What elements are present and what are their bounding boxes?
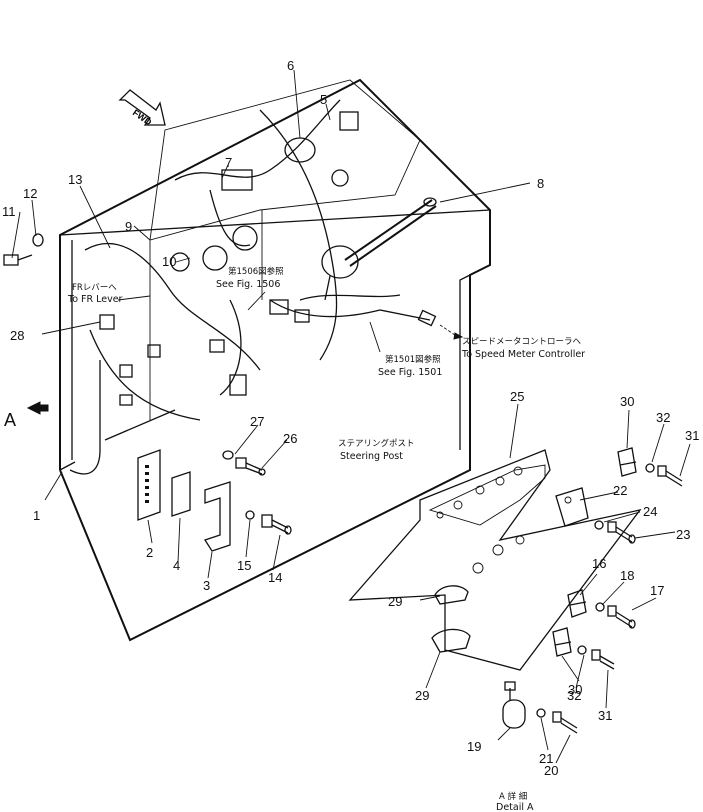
screw-11 xyxy=(3,233,44,266)
callout-17: 17 xyxy=(650,583,664,598)
relay-30-top xyxy=(617,447,637,477)
callout-25: 25 xyxy=(510,389,524,404)
bolt-17 xyxy=(595,602,636,629)
callout-7: 7 xyxy=(225,155,232,170)
callout-29-lower: 29 xyxy=(415,688,429,703)
fig1501-jp: 第1501図参照 xyxy=(385,354,441,365)
internal-components xyxy=(99,111,359,406)
bolt-26 xyxy=(222,450,266,476)
condenser-19 xyxy=(502,681,526,729)
fuse-block xyxy=(137,449,231,552)
console-housing xyxy=(59,78,491,642)
callout-20: 20 xyxy=(544,763,558,778)
fig1506-en: See Fig. 1506 xyxy=(216,279,280,290)
callout-4: 4 xyxy=(173,558,180,573)
relay-16 xyxy=(567,589,587,618)
callout-24: 24 xyxy=(643,504,657,519)
callout-21: 21 xyxy=(539,751,553,766)
callout-5: 5 xyxy=(320,92,327,107)
speed-meter-jp: スピードメータコントローラへ xyxy=(462,337,582,347)
wiring-harness xyxy=(69,99,431,475)
view-a-arrow xyxy=(26,401,49,415)
bolt-20 xyxy=(536,708,578,734)
relay-30-bottom xyxy=(552,627,572,657)
callout-22: 22 xyxy=(613,483,627,498)
callout-26: 26 xyxy=(283,431,297,446)
bolt-23 xyxy=(594,520,636,544)
callout-11: 11 xyxy=(2,204,16,219)
callout-19: 19 xyxy=(467,739,481,754)
speed-meter-connector xyxy=(417,309,464,340)
bolt-31-bottom xyxy=(577,645,615,670)
callout-2: 2 xyxy=(146,545,153,560)
callout-6: 6 xyxy=(287,58,294,73)
callout-31-upper: 31 xyxy=(685,428,699,443)
callout-13: 13 xyxy=(68,172,82,187)
fwd-arrow xyxy=(118,89,166,126)
callout-18: 18 xyxy=(620,568,634,583)
callout-1: 1 xyxy=(33,508,40,523)
callout-23: 23 xyxy=(676,527,690,542)
callout-10: 10 xyxy=(162,254,176,269)
detail-a-jp: A 詳 細 xyxy=(499,791,527,802)
detail-a-plate xyxy=(348,449,642,671)
callout-27: 27 xyxy=(250,414,264,429)
fuse-slots xyxy=(145,465,149,503)
callout-16: 16 xyxy=(592,556,606,571)
annotations: FWD A FRレバーへ To FR Lever 第1506図参照 See Fi… xyxy=(4,107,585,812)
callout-31-lower: 31 xyxy=(598,708,612,723)
steering-post-en: Steering Post xyxy=(340,451,403,462)
clip-29-lower xyxy=(431,628,471,653)
fig1501-en: See Fig. 1501 xyxy=(378,367,442,378)
speed-meter-en: To Speed Meter Controller xyxy=(461,349,585,360)
callout-3: 3 xyxy=(203,578,210,593)
callouts: 1 2 3 4 5 6 7 8 9 10 11 12 13 14 15 16 1… xyxy=(2,58,699,778)
fr-lever-jp: FRレバーへ xyxy=(72,283,117,293)
callout-32-upper: 32 xyxy=(656,410,670,425)
callout-12: 12 xyxy=(23,186,37,201)
callout-29-upper: 29 xyxy=(388,594,402,609)
bolt-31-top xyxy=(645,463,683,487)
callout-30-upper: 30 xyxy=(620,394,634,409)
view-a-label: A xyxy=(4,410,16,430)
leader-lines xyxy=(11,69,691,764)
fr-lever-en: To FR Lever xyxy=(67,294,123,305)
bolt-14 xyxy=(245,510,292,535)
clip-29-upper xyxy=(434,585,469,605)
callout-8: 8 xyxy=(537,176,544,191)
callout-28: 28 xyxy=(10,328,24,343)
lever-assembly xyxy=(321,197,437,301)
steering-post-jp: ステアリングポスト xyxy=(338,438,415,449)
callout-14: 14 xyxy=(268,570,282,585)
detail-a-en: Detail A xyxy=(496,802,534,812)
bracket-22 xyxy=(555,487,589,527)
callout-30-lower: 30 xyxy=(568,682,582,697)
callout-32-lower: 32 xyxy=(567,688,581,703)
callout-15: 15 xyxy=(237,558,251,573)
fig1506-jp: 第1506図参照 xyxy=(228,266,284,277)
callout-9: 9 xyxy=(125,219,132,234)
